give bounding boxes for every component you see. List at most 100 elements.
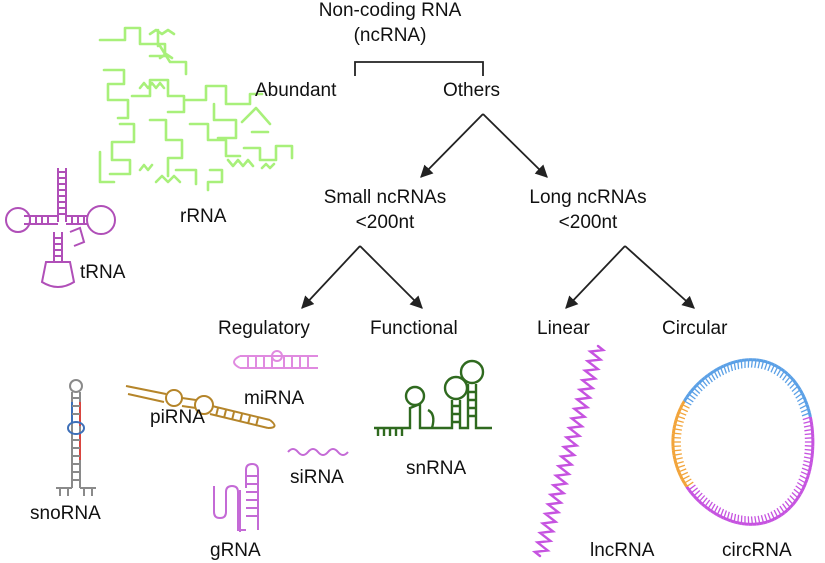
circrna-base-tick [764,514,768,523]
circrna-backbone-segment [690,387,696,393]
circrna-backbone-segment [681,400,686,406]
circrna-base-tick [701,379,708,387]
pirna-label: piRNA [150,407,205,428]
circrna-base-tick [798,478,806,484]
small-ncrnas-label-line2: <200nt [355,212,415,233]
circrna-base-tick [716,368,722,377]
circrna-base-tick [680,407,689,413]
circrna-base-tick [704,499,711,507]
circrna-backbone-segment [685,485,691,491]
circrna-base-tick [684,400,692,406]
circrna-base-tick [779,370,785,379]
root-label-line1: Non-coding RNA [318,0,462,21]
snrna-structure-icon [374,359,492,436]
circrna-base-tick [800,408,809,413]
circrna-base-tick [801,467,810,472]
circrna-base-tick [693,490,701,497]
snorna-structure-icon [56,379,96,496]
circrna-base-tick [690,487,699,494]
circrna-base-tick [675,460,684,465]
circrna-backbone-segment [806,470,811,476]
circrna-backbone-segment [677,407,682,413]
circrna-backbone-segment [791,500,797,506]
circrna-backbone-segment [690,491,696,497]
circrna-base-tick [719,367,725,376]
circrna-base-tick [795,392,803,399]
circrna-base-tick [757,360,761,369]
circrna-base-tick [793,389,801,396]
long-ncrnas-label-line2: <200nt [558,212,618,233]
circrna-backbone-segment [802,482,807,488]
circrna-base-tick [784,376,791,384]
circrna-backbone-segment [671,450,676,456]
circrna-backbone-segment [800,486,806,492]
abundant-label: Abundant [255,80,337,101]
circrna-backbone-segment [804,478,809,484]
circrna-base-tick [690,390,699,397]
circrna-base-tick [675,419,684,424]
arrow-small-functional [359,245,423,309]
circrna-base-tick [764,361,768,370]
circrna-base-tick [673,453,683,456]
rrna-label: rRNA [180,206,227,227]
circrna-backbone-segment [806,408,811,414]
circrna-base-tick [800,471,809,476]
circrna-base-tick [674,423,683,427]
lncrna-wave-icon [531,344,607,558]
grna-label: gRNA [210,540,261,561]
regulatory-label: Regulatory [218,318,310,339]
circrna-base-tick [799,404,808,410]
circrna-base-tick [688,393,696,400]
circrna-base-tick [673,432,682,435]
circrna-base-tick [723,510,728,519]
functional-label: Functional [370,318,458,339]
circrna-backbone-segment [808,416,813,422]
circrna-backbone-segment [673,459,678,465]
circrna-base-tick [776,368,782,377]
circrna-base-tick [789,495,796,502]
circrna-base-tick [686,481,694,488]
root-bracket [354,61,484,76]
circrna-base-tick [698,495,706,502]
circrna-backbone-segment [681,478,686,484]
circrna-backbone-segment [677,471,682,477]
circrna-base-tick [696,384,703,392]
circrna-base-tick [804,445,813,447]
circrna-base-tick [770,364,775,373]
circrna-base-tick [726,511,730,520]
arrow-others-small [420,113,484,178]
arrow-small-regulatory [301,245,361,309]
grna-hairpin-icon [213,462,259,532]
circrna-base-tick [688,484,696,491]
others-label: Others [443,80,501,101]
circrna-base-tick [701,497,708,505]
circrna-backbone-segment [808,412,812,418]
circrna-backbone-segment [786,372,792,378]
circrna-backbone-segment [786,506,792,512]
sirna-wave-icon [287,448,349,456]
circrna-base-tick [750,359,754,368]
circrna-base-tick [730,512,734,521]
circrna-base-tick [804,433,813,436]
circrna-base-tick [773,509,779,518]
circrna-backbone-segment [675,411,681,417]
circrna-backbone-segment [783,370,789,375]
circrna-base-tick [793,488,801,495]
circrna-backbone-segment [683,482,688,488]
circrna-base-tick [803,456,812,460]
mirna-label: miRNA [244,388,305,409]
circrna-base-tick [737,514,740,523]
circrna-base-tick [791,385,799,392]
linear-label: Linear [537,318,590,339]
circrna-base-tick [682,475,690,480]
circrna-base-tick [698,382,706,389]
circrna-base-tick [684,478,692,484]
circrna-base-tick [730,363,734,372]
circular-label: Circular [662,318,728,339]
circrna-base-tick [804,428,813,432]
circrna-base-tick [784,500,791,508]
circrna-base-tick [754,359,757,368]
circrna-base-tick [673,449,682,452]
circrna-base-tick [796,481,805,488]
